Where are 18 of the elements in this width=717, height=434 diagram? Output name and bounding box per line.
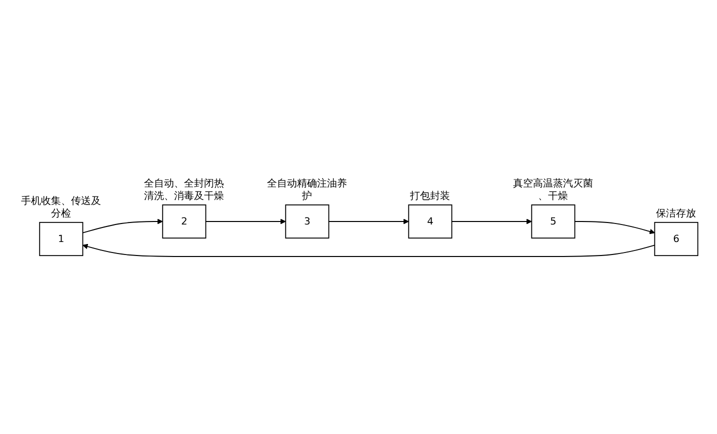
node-box: 2 [162, 204, 206, 239]
step-label: 全自动、全封闭热清洗、消毒及干燥 [144, 178, 224, 202]
node-box: 6 [654, 222, 698, 256]
node-box: 5 [530, 204, 575, 239]
arrow [574, 221, 654, 234]
arrow [204, 218, 286, 224]
node-box: 1 [38, 222, 83, 256]
arrow [82, 218, 162, 234]
step-label: 打包封装 [410, 190, 450, 202]
arrow [450, 218, 532, 224]
step-label: 全自动精确注油养护 [266, 178, 347, 202]
node-box: 3 [284, 204, 329, 239]
step-label: 真空高温蒸汽灭菌、干燥 [512, 178, 593, 202]
step-label: 保洁存放 [656, 208, 696, 220]
arrow [82, 244, 655, 258]
arrow [328, 218, 408, 224]
node-box: 4 [408, 204, 452, 239]
step-label: 手机收集、传送及分检 [20, 196, 101, 220]
